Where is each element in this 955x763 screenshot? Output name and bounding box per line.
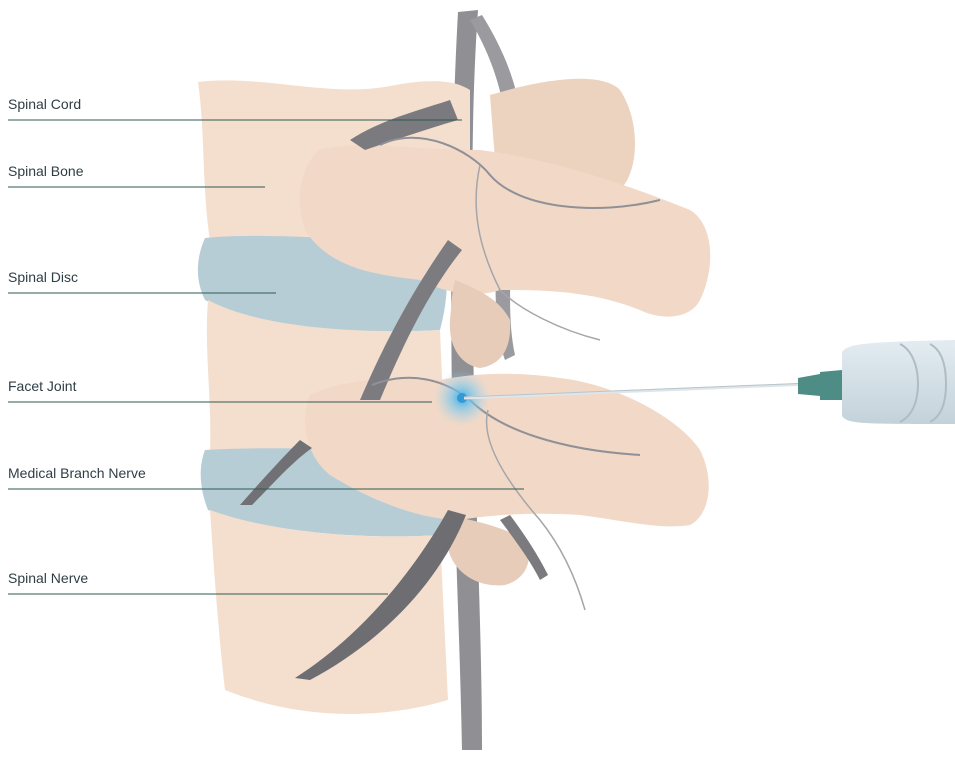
label-spinal-nerve: Spinal Nerve bbox=[8, 570, 88, 586]
label-facet-joint: Facet Joint bbox=[8, 378, 76, 394]
syringe-barrel bbox=[842, 340, 955, 424]
label-spinal-disc: Spinal Disc bbox=[8, 269, 78, 285]
label-medial-branch-nerve: Medical Branch Nerve bbox=[8, 465, 146, 481]
lower-vertebral-body bbox=[210, 510, 448, 714]
label-spinal-cord: Spinal Cord bbox=[8, 96, 81, 112]
label-spinal-bone: Spinal Bone bbox=[8, 163, 84, 179]
needle-hub bbox=[798, 370, 842, 400]
